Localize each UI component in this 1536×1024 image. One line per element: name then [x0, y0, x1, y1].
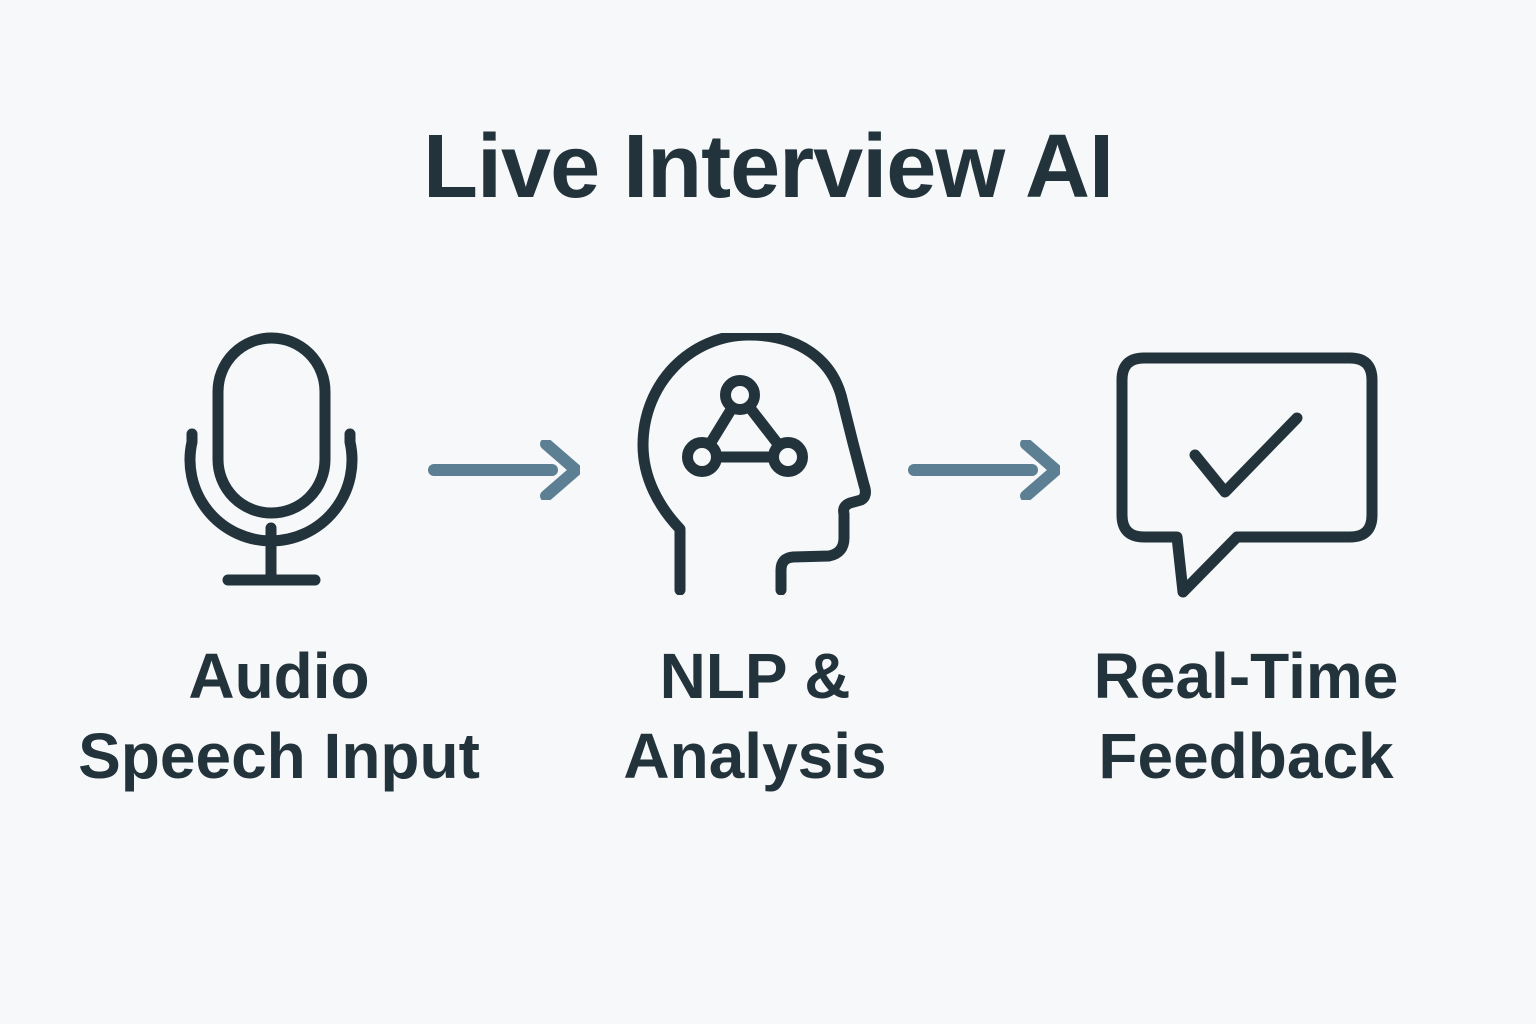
- step-label-line: Feedback: [1098, 720, 1394, 792]
- arrow-right-icon: [428, 440, 580, 500]
- step-label-line: Speech Input: [78, 720, 480, 792]
- microphone-icon: [184, 332, 358, 586]
- step-label-line: Real-Time: [1093, 640, 1399, 712]
- step-label-line: Analysis: [623, 720, 887, 792]
- head-network-icon: [637, 333, 871, 595]
- page-title: Live Interview AI: [423, 117, 1114, 217]
- step-label-realtime-feedback: Real-Time Feedback: [996, 636, 1496, 796]
- step-label-line: Audio: [188, 640, 370, 712]
- step-label-audio-input: Audio Speech Input: [29, 636, 529, 796]
- step-label-line: NLP &: [659, 640, 851, 712]
- speech-bubble-check-icon: [1116, 352, 1378, 598]
- step-label-nlp-analysis: NLP & Analysis: [505, 636, 1005, 796]
- arrow-right-icon: [908, 440, 1060, 500]
